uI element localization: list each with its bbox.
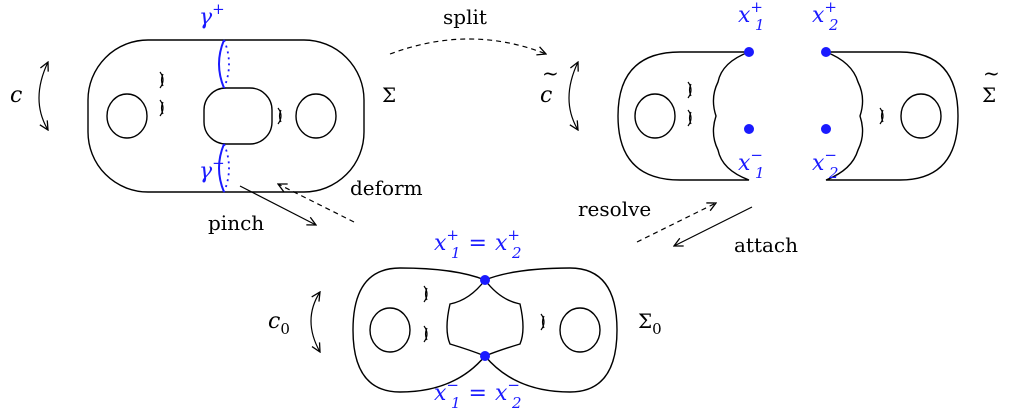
sigma-tilde-left-hole <box>634 93 676 139</box>
attach-arrow <box>674 206 753 246</box>
point-x1-minus <box>744 124 754 134</box>
surface-sigma-tilde <box>617 47 959 181</box>
point-node-bottom <box>480 351 490 361</box>
label-x2-minus: x−2 <box>812 146 839 182</box>
label-sigma-0: Σ0 <box>638 309 662 338</box>
label-x2-plus: x+2 <box>812 0 839 34</box>
involution-c-arrow <box>38 62 48 130</box>
pinch-arrow <box>239 185 316 225</box>
point-x1-plus <box>744 47 754 57</box>
split-arrow <box>389 38 546 54</box>
resolve-arrow <box>636 203 716 243</box>
label-x1-plus: x+1 <box>738 0 765 34</box>
label-split: split <box>443 5 487 29</box>
label-attach: attach <box>734 233 798 257</box>
sigma-right-hole <box>295 93 337 139</box>
involution-c-tilde-arrow <box>568 62 578 130</box>
label-c0: c0 <box>268 309 290 338</box>
label-gamma-plus: γ+ <box>199 0 225 30</box>
label-deform: deform <box>350 176 423 200</box>
sigma-tilde-right-piece <box>825 51 959 181</box>
surface-sigma <box>87 39 365 193</box>
label-gamma-minus: γ− <box>199 154 225 184</box>
sigma-left-hole <box>106 93 148 139</box>
point-x2-minus <box>821 124 831 134</box>
sigma-0-right-hole <box>559 307 601 353</box>
gamma-minus-curve <box>218 143 230 193</box>
label-node-bottom: x−1=x−2 <box>434 376 522 412</box>
sigma-handle-arcs <box>159 71 282 125</box>
label-sigma-tilde: Σ <box>982 83 996 107</box>
point-node-top <box>480 275 490 285</box>
sigma-0-handle-arcs <box>423 285 545 343</box>
sigma-tilde-left-piece <box>617 51 750 181</box>
label-node-top: x+1=x+2 <box>434 226 522 262</box>
sigma-0-middle-hole <box>446 278 524 357</box>
sigma-tilde-right-hole <box>900 93 942 139</box>
point-x2-plus <box>821 47 831 57</box>
surface-sigma-0 <box>352 267 618 393</box>
sigma-tilde-left-handle-arcs <box>687 81 692 127</box>
gamma-plus-curve <box>218 39 230 89</box>
label-sigma-tilde-accent: ~ <box>983 61 1000 85</box>
involution-c0-arrow <box>310 292 320 352</box>
label-sigma: Σ <box>382 83 396 107</box>
label-c-tilde: c <box>540 83 552 108</box>
sigma-middle-hole <box>203 87 273 145</box>
label-c-tilde-accent: ~ <box>542 61 559 85</box>
label-resolve: resolve <box>578 197 651 221</box>
sigma-0-outer-boundary <box>352 267 618 393</box>
label-pinch: pinch <box>208 211 264 235</box>
deform-arrow <box>278 184 355 223</box>
sigma-0-left-hole <box>369 307 411 353</box>
label-c: c <box>10 83 22 108</box>
sigma-outer-boundary <box>87 39 365 193</box>
label-x1-minus: x−1 <box>738 146 765 182</box>
sigma-tilde-right-handle-arcs <box>879 107 884 125</box>
